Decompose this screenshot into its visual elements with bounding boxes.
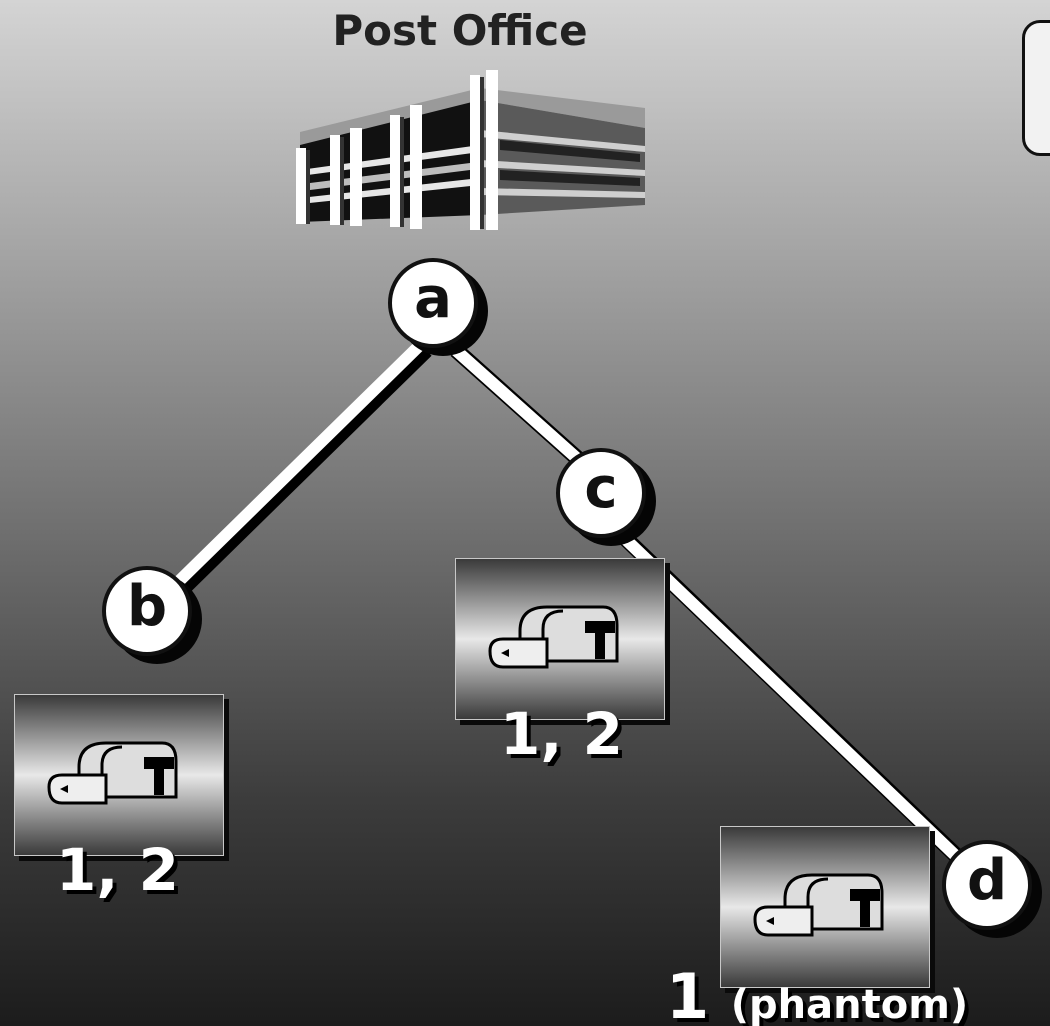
mailbox-d-count: 1 bbox=[666, 960, 710, 1026]
mailbox-d-label: 1 (phantom) bbox=[666, 960, 968, 1026]
mailbox-icon bbox=[488, 605, 619, 669]
mailbox-b bbox=[14, 694, 224, 856]
mailbox-icon bbox=[753, 873, 884, 937]
node-b: b bbox=[102, 566, 192, 656]
diagram-title: Post Office bbox=[332, 6, 588, 55]
edge-a-b bbox=[165, 340, 425, 595]
node-d: d bbox=[942, 840, 1032, 930]
mailbox-c bbox=[455, 558, 665, 720]
callout-box bbox=[1022, 20, 1050, 156]
mailbox-d-phantom-note: (phantom) bbox=[730, 982, 969, 1026]
edge-a-c bbox=[446, 340, 594, 475]
mailbox-icon bbox=[47, 741, 178, 805]
node-a: a bbox=[388, 258, 478, 348]
mailbox-c-label: 1, 2 bbox=[500, 700, 623, 768]
edge-c-d bbox=[613, 527, 965, 865]
node-c: c bbox=[556, 448, 646, 538]
mailbox-b-label: 1, 2 bbox=[56, 836, 179, 904]
mailbox-d bbox=[720, 826, 930, 988]
